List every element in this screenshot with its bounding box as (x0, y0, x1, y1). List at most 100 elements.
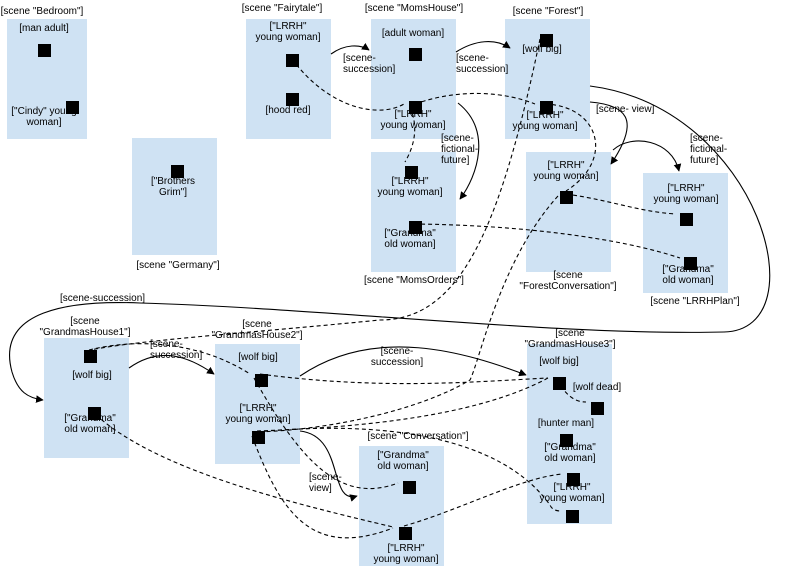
entity-node-gh3-hunter[interactable] (560, 434, 573, 447)
entity-label-gh3-wolfdead: [wolf dead] (573, 382, 622, 393)
scene-caption-germany: [scene "Germany"] (136, 260, 219, 271)
identity-link-mo-grandma-lp-grandma (413, 223, 681, 259)
identity-link-mh-lrrh-fo-lrrh (414, 92, 536, 105)
relation-arrow-forestconversation-lrrhplan (612, 140, 682, 172)
entity-node-fo-wolf[interactable] (540, 34, 553, 47)
edges-layer (9, 38, 771, 539)
identity-link-fc-lrrh-gh2-lrrh (255, 195, 559, 433)
entity-label-fc-lrrh: ["LRRH"young woman] (533, 160, 598, 182)
entity-node-ft-hood[interactable] (286, 93, 299, 106)
entity-node-mo-lrrh[interactable] (405, 166, 418, 179)
entity-label-gh1-grandma: ["Grandma"old woman] (64, 413, 116, 435)
entity-node-fc-lrrh[interactable] (560, 191, 573, 204)
relation-arrow-forest-forestconversation (589, 101, 628, 165)
scene-box-germany (132, 138, 217, 255)
scene-caption-grandmashouse1: [scene"GrandmasHouse1"] (39, 316, 130, 338)
relation-arrow-forest-grandmashouse1 (9, 85, 771, 403)
scene-caption-grandmashouse3: [scene"GrandmasHouse3"] (524, 328, 615, 350)
identity-link-gh2-lrrh-gh3-lrrh (256, 427, 562, 512)
relation-arrow-grandmashouse2-grandmashouse3 (299, 346, 527, 377)
nodes-layer (38, 34, 697, 540)
scenes-layer (7, 19, 728, 566)
scene-caption-lrrhplan: [scene "LRRHPlan"] (650, 296, 740, 307)
entity-node-lp-lrrh[interactable] (680, 213, 693, 226)
entity-node-gh2-wolf[interactable] (255, 374, 268, 387)
entity-node-mo-grandma[interactable] (409, 221, 422, 234)
entity-node-gh3-wolf[interactable] (553, 377, 566, 390)
scene-caption-forestconversation: [scene"ForestConversation"] (519, 270, 616, 292)
entity-label-lp-grandma: ["Grandma"old woman] (662, 264, 714, 286)
entity-label-mh-adult: [adult woman] (382, 28, 444, 39)
relation-label-forest-forestconversation: [scene- view] (596, 104, 655, 115)
entity-node-cv-grandma[interactable] (403, 481, 416, 494)
identity-link-fc-lrrh-lp-lrrh (565, 193, 677, 215)
identity-link-gh2-wolf-cv-grandma (253, 377, 399, 489)
entity-node-ft-lrrh[interactable] (286, 54, 299, 67)
entity-node-gh3-wolfdead[interactable] (591, 402, 604, 415)
relation-arrow-momshouse-momsorders (457, 102, 480, 200)
entity-label-gh3-lrrh: ["LRRH"young woman] (539, 482, 604, 504)
relation-label-grandmashouse2-grandmashouse3: [scene-succession] (371, 346, 423, 368)
entity-node-gh1-grandma[interactable] (88, 407, 101, 420)
labels-layer: [scene "Bedroom"] [scene "Fairytale"] [sce… (1, 3, 740, 565)
entity-label-mo-grandma: ["Grandma"old woman] (384, 228, 436, 250)
entity-node-cv-lrrh[interactable] (399, 527, 412, 540)
scene-caption-forest: [scene "Forest"] (513, 6, 584, 17)
entity-label-bed-man: [man adult] (19, 23, 69, 34)
entity-node-bed-cindy[interactable] (66, 101, 79, 114)
entity-label-mo-lrrh: ["LRRH"young woman] (377, 176, 442, 198)
relation-arrow-grandmashouse1-grandmashouse2 (128, 354, 215, 375)
entity-label-gh2-lrrh: ["LRRH"young woman] (225, 403, 290, 425)
scene-box-fairytale (246, 19, 331, 139)
scene-caption-fairytale: [scene "Fairytale"] (242, 3, 323, 14)
scene-box-conversation (359, 446, 444, 566)
identity-link-gh2-wolf-gh3-wolf (259, 373, 549, 385)
entity-label-cv-lrrh: ["LRRH"young woman] (373, 543, 438, 565)
identity-link-gh2-lrrh-gh3-wolf (256, 377, 549, 432)
scene-box-bedroom (7, 19, 87, 139)
entity-node-gh3-grandma[interactable] (567, 473, 580, 486)
relation-arrow-grandmashouse2-conversation (299, 430, 358, 502)
identity-link-fo-lrrh-fc-lrrh (544, 103, 597, 192)
identity-link-gh2-lrrh-cv-lrrh (251, 435, 394, 539)
relation-label-momshouse-momsorders: [scene-fictional-future] (441, 133, 478, 166)
relation-label-forest-grandmashouse1: [scene-succession] (60, 293, 145, 304)
relation-arrow-momshouse-forest (455, 40, 511, 53)
entity-node-gh3-lrrh[interactable] (566, 510, 579, 523)
scene-caption-momsorders: [scene "MomsOrders"] (364, 275, 464, 286)
entity-label-lp-lrrh: ["LRRH"young woman] (653, 183, 718, 205)
entity-label-gh1-wolf: [wolf big] (72, 370, 112, 381)
entity-node-fo-lrrh[interactable] (540, 101, 553, 114)
entity-label-fo-wolf: [wolf big] (522, 44, 562, 55)
entity-label-ft-hood: [hood red] (265, 105, 310, 116)
entity-node-ger-brothers[interactable] (171, 165, 184, 178)
relation-label-momshouse-forest: [scene-succession] (456, 53, 508, 75)
entity-node-bed-man[interactable] (38, 44, 51, 57)
identity-link-gh1-grandma-cv-lrrh (90, 409, 394, 528)
entity-node-lp-grandma[interactable] (684, 257, 697, 270)
relation-arrow-fairytale-momshouse (330, 42, 370, 55)
scene-caption-grandmashouse2: [scene"GrandmasHouse2"] (211, 319, 302, 341)
scene-box-lrrhplan (643, 173, 728, 293)
relation-label-fairytale-momshouse: [scene-succession] (343, 53, 395, 75)
relation-label-grandmashouse1-grandmashouse2: [scene-succession] (150, 339, 202, 361)
entity-label-cv-grandma: ["Grandma"old woman] (377, 450, 429, 472)
relation-label-forestconversation-lrrhplan: [scene-fictional-future] (690, 133, 727, 166)
entity-node-gh2-lrrh[interactable] (252, 431, 265, 444)
entity-label-ft-lrrh: ["LRRH"young woman] (255, 21, 320, 43)
relation-label-grandmashouse2-conversation: [scene-view] (309, 472, 342, 494)
identity-link-fo-wolf-gh1-wolf (89, 38, 541, 351)
identity-link-ft-lrrh-mh-lrrh (291, 58, 405, 111)
entity-node-gh1-wolf[interactable] (84, 350, 97, 363)
scene-box-momshouse (371, 19, 456, 139)
entity-label-gh3-wolf: [wolf big] (539, 356, 579, 367)
entity-node-mh-lrrh[interactable] (409, 101, 422, 114)
identity-link-gh1-wolf-gh2-wolf (88, 343, 251, 375)
scene-caption-momshouse: [scene "MomsHouse"] (365, 3, 463, 14)
entity-label-mh-lrrh: ["LRRH"young woman] (380, 109, 445, 131)
scene-caption-bedroom: [scene "Bedroom"] (1, 6, 84, 17)
entity-node-mh-adult[interactable] (409, 48, 422, 61)
